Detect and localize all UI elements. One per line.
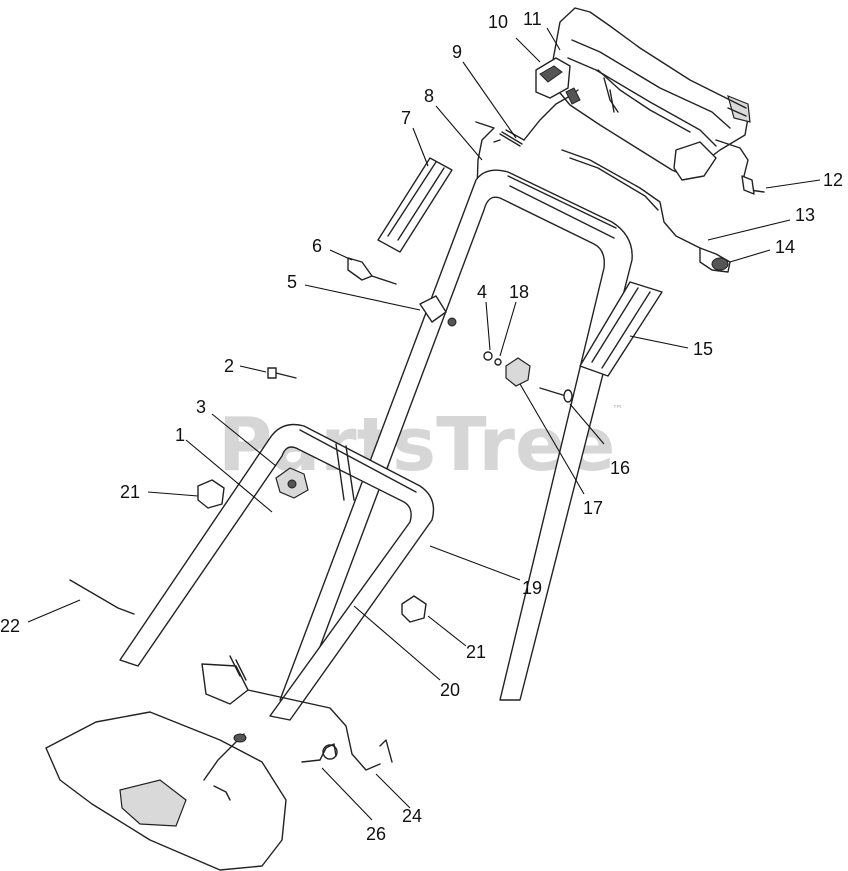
callout-7: 7 [401, 108, 411, 128]
callout-14: 14 [775, 237, 795, 257]
leader-lines [27, 27, 821, 821]
part-10-control-box [535, 57, 571, 99]
callout-15: 15 [693, 339, 713, 359]
part-16-bolt [539, 387, 573, 403]
part-17-knob-right [483, 351, 531, 387]
part-22-rod [69, 579, 135, 615]
callout-21-right: 21 [466, 642, 486, 662]
callout-10: 10 [488, 12, 508, 32]
callout-5: 5 [287, 272, 297, 292]
callout-2: 2 [224, 356, 234, 376]
part-5-cable-guide [419, 295, 457, 327]
callout-9: 9 [452, 42, 462, 62]
callout-22: 22 [0, 616, 20, 636]
part-20-lower-handle-right [335, 443, 355, 501]
part-7-left-grip [377, 157, 453, 253]
callout-12: 12 [823, 170, 843, 190]
callout-18: 18 [509, 282, 529, 302]
part-6-cable-clip [347, 257, 397, 285]
part-3-knob [275, 467, 309, 499]
mower-deck [45, 711, 287, 871]
callout-numbers: 10 11 9 8 7 12 13 14 6 5 4 18 15 2 3 16 … [0, 9, 843, 844]
callout-21-left: 21 [120, 482, 140, 502]
part-15-right-grip [579, 281, 663, 377]
watermark-trademark: ™ [612, 403, 623, 416]
callout-26: 26 [366, 824, 386, 844]
part-12-13-14-cable [561, 139, 765, 273]
callout-1: 1 [175, 425, 185, 445]
callout-6: 6 [312, 236, 322, 256]
callout-24: 24 [402, 806, 422, 826]
callout-3: 3 [196, 397, 206, 417]
callout-13: 13 [795, 205, 815, 225]
part-21-knob-right [401, 595, 427, 623]
callout-8: 8 [424, 86, 434, 106]
callout-11: 11 [523, 9, 542, 29]
part-24-latch [201, 655, 393, 771]
callout-16: 16 [610, 458, 630, 478]
callout-17: 17 [583, 498, 603, 518]
part-1-lower-handle-left [119, 423, 435, 721]
callout-4: 4 [477, 282, 487, 302]
part-11-handle-bail [552, 7, 751, 181]
part-26-spring [301, 743, 338, 763]
callout-20: 20 [440, 680, 460, 700]
callout-19: 19 [522, 578, 542, 598]
part-8-upper-handle [279, 169, 633, 701]
part-21-knob-left [197, 479, 225, 509]
part-2-bolt [267, 367, 297, 379]
